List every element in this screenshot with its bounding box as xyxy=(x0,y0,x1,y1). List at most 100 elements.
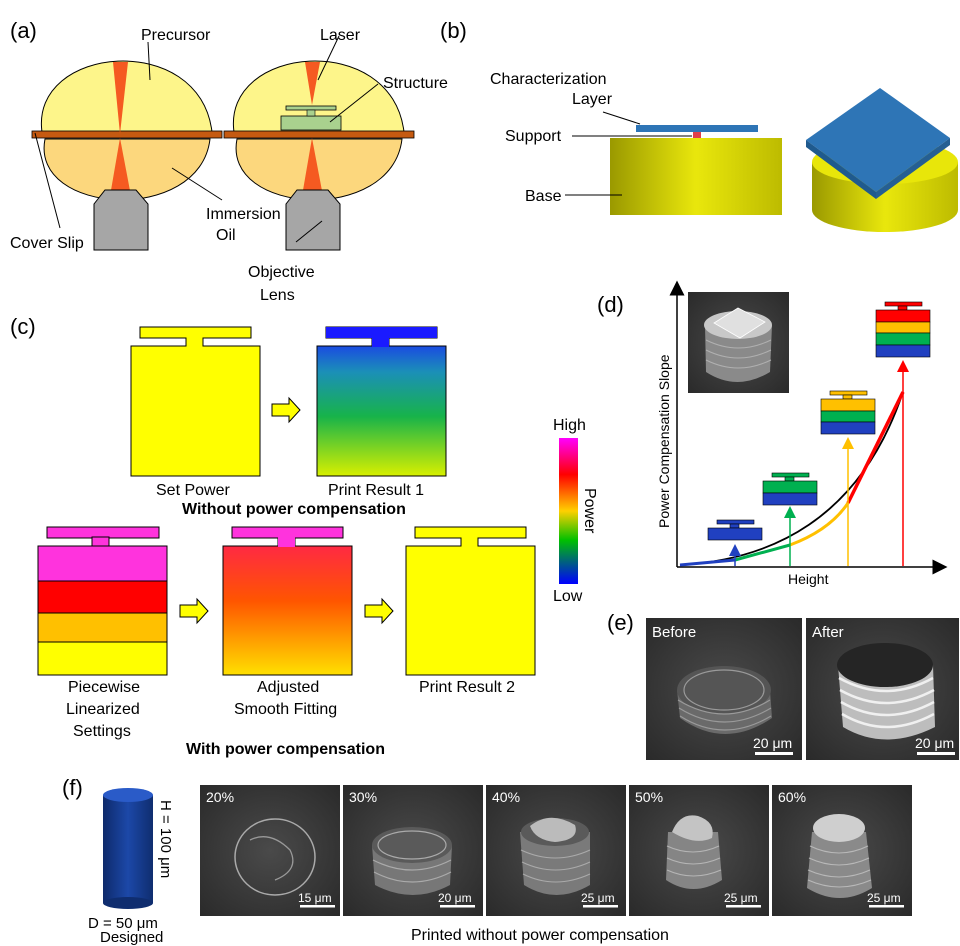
scale-bar-before xyxy=(755,752,793,755)
setup-with-structure xyxy=(223,60,415,251)
label-precursor: Precursor xyxy=(141,27,211,44)
label-cover-slip: Cover Slip xyxy=(10,235,84,252)
setup-without-structure xyxy=(31,60,223,251)
percent-label-60: 60% xyxy=(778,789,806,805)
panel-e-label: (e) xyxy=(607,610,634,635)
laser-cone-lower-2 xyxy=(302,138,323,196)
piecewise-shape xyxy=(37,526,168,676)
panel-a: (a) xyxy=(10,18,448,304)
scale-bar-after xyxy=(917,752,955,755)
panel-c: (c) Set Power Print Result 1 Without pow… xyxy=(10,314,598,758)
label-laser: Laser xyxy=(320,27,361,44)
label-piecewise-3: Settings xyxy=(73,723,131,740)
print-result-2-shape xyxy=(405,526,536,676)
objective-lens xyxy=(93,189,149,251)
objective-lens-2 xyxy=(285,189,341,251)
y-axis-label: Power Compensation Slope xyxy=(656,354,672,528)
mini-structure-2 xyxy=(762,472,818,506)
sem-image-50: 50% 25 μm xyxy=(629,785,769,916)
panel-f: (f) H = 100 μm D = 50 μm Designed 20% 15… xyxy=(62,775,912,946)
label-oil: Oil xyxy=(216,227,236,244)
percent-label-30: 30% xyxy=(349,789,377,805)
colorbar-low: Low xyxy=(553,588,583,605)
label-print-result-2: Print Result 2 xyxy=(419,679,515,696)
scale-label-30: 20 μm xyxy=(438,891,472,905)
sem-series: 20% 15 μm 30% 20 μm xyxy=(200,785,912,916)
label-after: After xyxy=(812,624,844,641)
label-without-compensation: Without power compensation xyxy=(182,501,406,518)
percent-label-40: 40% xyxy=(492,789,520,805)
panel-d-label: (d) xyxy=(597,292,624,317)
laser-beam-upper xyxy=(113,62,128,134)
label-set-power: Set Power xyxy=(156,482,230,499)
printed-structure xyxy=(280,115,342,131)
sem-image-20: 20% 15 μm xyxy=(200,785,340,916)
label-characterization: Characterization xyxy=(490,71,607,88)
scale-label-60: 25 μm xyxy=(867,891,901,905)
panel-b: (b) Characterization Layer Support Base xyxy=(440,18,958,232)
panel-b-label: (b) xyxy=(440,18,467,43)
panel-a-label: (a) xyxy=(10,18,37,43)
colorbar-title: Power xyxy=(581,488,598,534)
laser-beam-upper-2 xyxy=(305,62,320,105)
sem-image-40: 40% 25 μm xyxy=(486,785,626,916)
structure-neck xyxy=(306,109,316,117)
panel-c-label: (c) xyxy=(10,314,36,339)
label-adjusted-1: Adjusted xyxy=(257,679,319,696)
arrow-piecewise-to-adjusted xyxy=(179,597,209,625)
height-label: H = 100 μm xyxy=(157,800,174,878)
base-side-view xyxy=(610,138,782,215)
label-objective: Objective xyxy=(248,264,315,281)
arrow-adjusted-to-print2 xyxy=(364,597,394,625)
percent-label-20: 20% xyxy=(206,789,234,805)
label-layer: Layer xyxy=(572,91,613,108)
label-printed-caption: Printed without power compensation xyxy=(411,927,669,944)
cover-slip xyxy=(31,130,223,139)
label-base: Base xyxy=(525,188,562,205)
scale-before: 20 μm xyxy=(753,735,792,751)
x-axis-label: Height xyxy=(788,571,829,587)
laser-cone-lower xyxy=(110,138,131,196)
percent-label-50: 50% xyxy=(635,789,663,805)
label-piecewise-1: Piecewise xyxy=(68,679,140,696)
mini-structure-3 xyxy=(820,390,876,435)
mini-structure-1 xyxy=(707,519,763,541)
segment-red xyxy=(846,391,905,504)
colorbar-high: High xyxy=(553,417,586,434)
scale-label-50: 25 μm xyxy=(724,891,758,905)
panel-f-label: (f) xyxy=(62,775,83,800)
label-immersion: Immersion xyxy=(206,206,281,223)
label-with-compensation: With power compensation xyxy=(186,741,385,758)
scale-label-20: 15 μm xyxy=(298,891,332,905)
characterization-layer-side xyxy=(636,125,758,132)
precursor-droplet xyxy=(41,60,213,133)
label-before: Before xyxy=(652,624,696,641)
characterization-layer-3d xyxy=(806,88,950,192)
precursor-droplet-2 xyxy=(233,60,405,133)
label-structure: Structure xyxy=(383,75,448,92)
support-side xyxy=(693,132,701,138)
label-print-result-1: Print Result 1 xyxy=(328,482,424,499)
print-result-1-shape xyxy=(316,326,447,477)
mini-structure-4 xyxy=(875,301,931,358)
structure-top-layer xyxy=(285,105,337,111)
base-3d-view xyxy=(806,88,958,232)
set-power-shape xyxy=(130,326,261,477)
label-piecewise-2: Linearized xyxy=(66,701,140,718)
label-adjusted-2: Smooth Fitting xyxy=(234,701,337,718)
panel-a-callouts xyxy=(34,35,379,243)
cover-slip-2 xyxy=(223,130,415,139)
arrow-set-to-print1 xyxy=(271,396,301,424)
diameter-label: D = 50 μm xyxy=(88,915,158,932)
designed-cylinder xyxy=(103,788,153,909)
panel-b-callouts xyxy=(565,111,692,196)
adjusted-shape xyxy=(222,526,353,676)
power-colorbar xyxy=(559,438,578,584)
scale-label-40: 25 μm xyxy=(581,891,615,905)
segment-blue xyxy=(679,558,736,567)
label-designed: Designed xyxy=(100,929,163,946)
segment-orange xyxy=(789,502,850,547)
scale-after: 20 μm xyxy=(915,735,954,751)
panel-e: (e) Before 20 μm After 20 μm xyxy=(607,610,959,760)
panel-d: (d) Power Compensation Slope Height xyxy=(597,280,948,587)
